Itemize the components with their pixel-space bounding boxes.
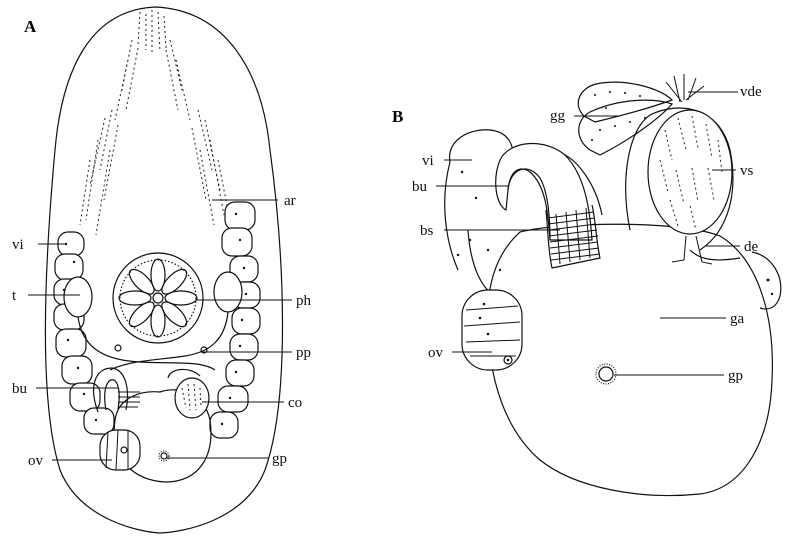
label-a-bu: bu [12,381,28,397]
label-a-co: co [288,395,302,411]
testis-right-a [213,271,243,313]
sperm-duct-right-a [109,311,229,371]
label-b-bu: bu [412,179,428,195]
vitellaria-right-a [209,201,261,439]
panel-a-letter: A [24,17,37,36]
label-a-gp: gp [272,451,287,467]
gonopore-b [595,363,617,385]
gonopore-a [160,452,168,460]
label-b-vs: vs [740,163,754,179]
label-b-gg: gg [550,108,566,124]
panel-a: A [12,6,312,534]
label-b-bs: bs [420,223,434,239]
seminal-vesicle-b [625,107,734,265]
anterior-rhabdites-a [79,10,229,236]
panel-b-letter: B [392,107,403,126]
copulatory-organ-a [174,377,210,419]
label-a-ov: ov [28,453,44,469]
papilla-left-a [114,344,122,352]
testis-left-a [63,276,93,318]
label-b-vde: vde [740,84,762,100]
granular-glands-b [577,81,674,156]
panel-b: B [392,74,782,497]
label-a-t: t [12,288,17,304]
genital-atrium-b [487,223,773,497]
bursa-b [495,143,603,241]
label-b-gp: gp [728,368,743,384]
leaders-b [436,91,740,376]
papilla-right-a [200,346,208,354]
ejaculatory-duct-b [689,249,741,261]
label-b-ga: ga [730,311,745,327]
label-a-ar: ar [284,193,296,209]
bursal-stalk-b [545,204,601,269]
ovary-b [461,289,523,371]
vasa-deferentia-b [665,74,705,103]
label-a-vi: vi [12,237,24,253]
label-a-ph: ph [296,293,312,309]
body-outline-a [44,6,284,534]
leaders-a [28,199,292,461]
label-b-de: de [744,239,759,255]
pharynx-a [112,252,204,344]
label-b-vi: vi [422,153,434,169]
label-a-pp: pp [296,345,311,361]
label-b-ov: ov [428,345,444,361]
